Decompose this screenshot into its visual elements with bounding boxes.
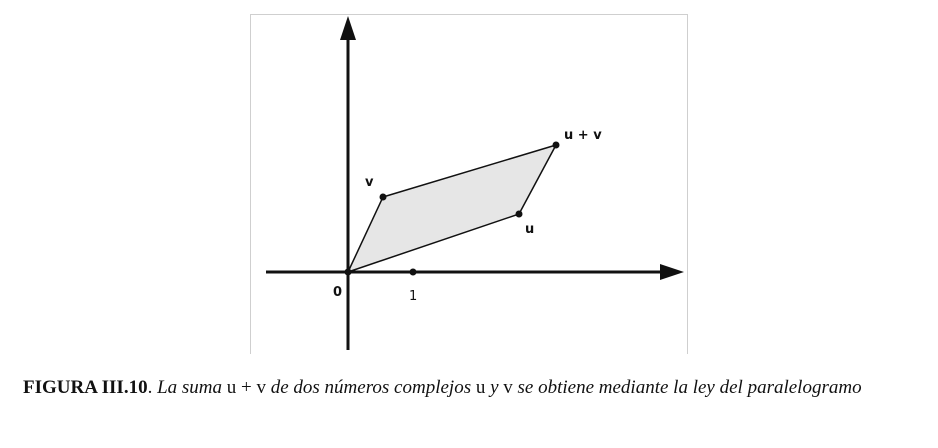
parallelogram-fill <box>348 145 556 272</box>
point-origin <box>344 268 352 276</box>
caption-text-3: y <box>485 377 504 398</box>
label-origin: 0 <box>333 285 342 300</box>
edge-origin-v <box>347 196 384 273</box>
label-v: v <box>365 175 374 190</box>
caption-term-sum: u + v <box>226 377 266 398</box>
parallelogram-diagram: 0 1 v u u + v <box>266 16 684 350</box>
label-sum: u + v <box>564 128 602 143</box>
caption-text-4: se obtiene mediante la ley del paralelog… <box>512 377 862 398</box>
point-sum <box>552 141 560 149</box>
figure-frame <box>250 14 688 354</box>
caption-term-u: u <box>475 377 486 398</box>
caption-term-v: v <box>503 377 513 398</box>
label-one: 1 <box>409 289 417 304</box>
caption-figure-id: FIGURA III.10 <box>23 377 148 398</box>
edge-v-sum <box>382 144 557 198</box>
label-u: u <box>525 222 534 237</box>
point-v <box>379 193 387 201</box>
y-axis-arrowhead <box>340 16 356 40</box>
point-u <box>515 210 523 218</box>
edge-sum-u <box>518 144 557 215</box>
point-one <box>409 268 417 276</box>
figure-caption: FIGURA III.10. La suma u + v de dos núme… <box>23 375 923 400</box>
x-axis-arrowhead <box>660 264 684 280</box>
caption-text-1: La suma <box>157 377 227 398</box>
caption-separator: . <box>147 377 158 398</box>
caption-text-2: de dos números complejos <box>265 377 476 398</box>
edge-u-origin <box>347 213 520 273</box>
